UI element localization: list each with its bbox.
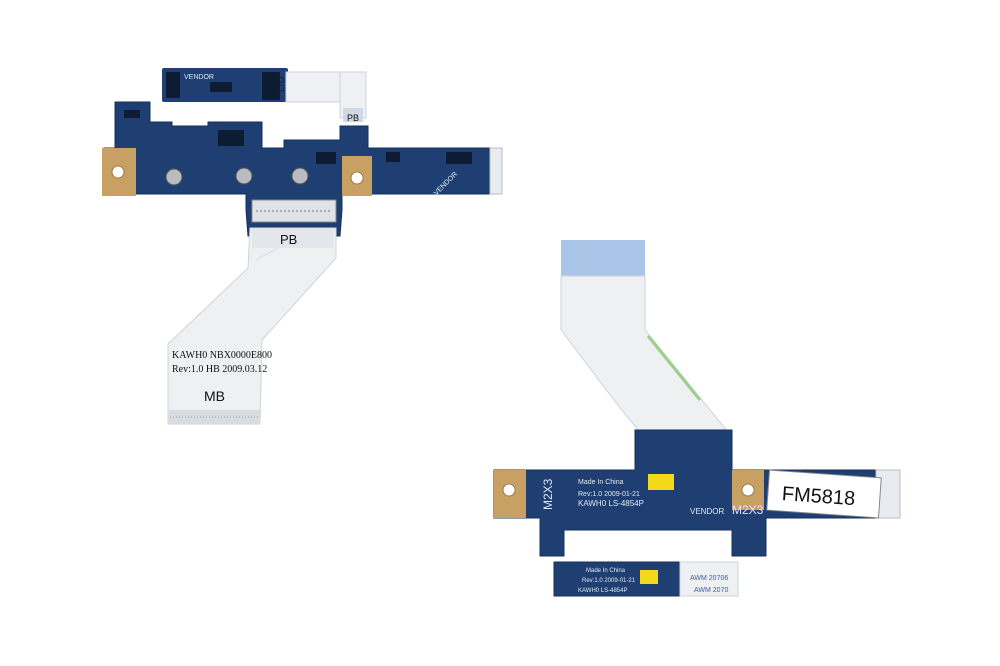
- right-small-board: Made In China Rev:1.0 2009-01-21 KAWH0 L…: [553, 561, 739, 597]
- mb-flex-cable: PB KAWH0 NBX0000E800 Rev:1.0 HB 2009.03.…: [167, 227, 337, 425]
- power-switch: [165, 168, 183, 186]
- lid-label: LID: [276, 76, 287, 92]
- fm-sticker: FM5818: [766, 469, 882, 519]
- pb-label: PB: [280, 232, 297, 247]
- small-made-in: Made In China: [586, 568, 626, 574]
- left-board-assembly: VENDOR LID PB: [102, 68, 503, 425]
- part-number: KAWH0 LS-4854P: [578, 499, 644, 508]
- vendor-label-right: VENDOR: [690, 507, 724, 516]
- board-id-left: M2X3: [541, 478, 555, 510]
- awm-line-2: AWM 2070: [694, 587, 728, 594]
- cable-print-line2: Rev:1.0 HB 2009.03.12: [172, 364, 267, 375]
- revision-label: Rev:1.0 2009-01-21: [578, 491, 640, 498]
- cable-contact-strip: [561, 240, 645, 276]
- sticker-code: FM5818: [781, 483, 856, 510]
- awm-line-1: AWM 20706: [690, 575, 728, 582]
- pb-top-label: PB: [347, 113, 359, 123]
- small-revision: Rev:1.0 2009-01-21: [582, 578, 636, 584]
- board-id-right: M2X3: [732, 503, 764, 517]
- mb-label: MB: [204, 388, 225, 404]
- yellow-tape: [648, 474, 674, 490]
- switch-2: [235, 167, 253, 185]
- switch-board: VENDOR: [102, 101, 503, 237]
- switch-3: [291, 167, 309, 185]
- lid-flex-cable: LID PB: [276, 71, 367, 123]
- lid-board: VENDOR: [162, 68, 288, 102]
- right-board-assembly: M2X3 Made In China KAWH0 LS-4854P Rev:1.…: [493, 240, 901, 597]
- right-flex-cable: [560, 240, 730, 433]
- small-part-number: KAWH0 LS-4854P: [578, 588, 627, 594]
- made-in-label: Made In China: [578, 479, 624, 486]
- right-main-board: M2X3 Made In China KAWH0 LS-4854P Rev:1.…: [493, 429, 901, 557]
- vendor-label: VENDOR: [184, 74, 214, 81]
- cable-print-line1: KAWH0 NBX0000E800: [172, 350, 272, 361]
